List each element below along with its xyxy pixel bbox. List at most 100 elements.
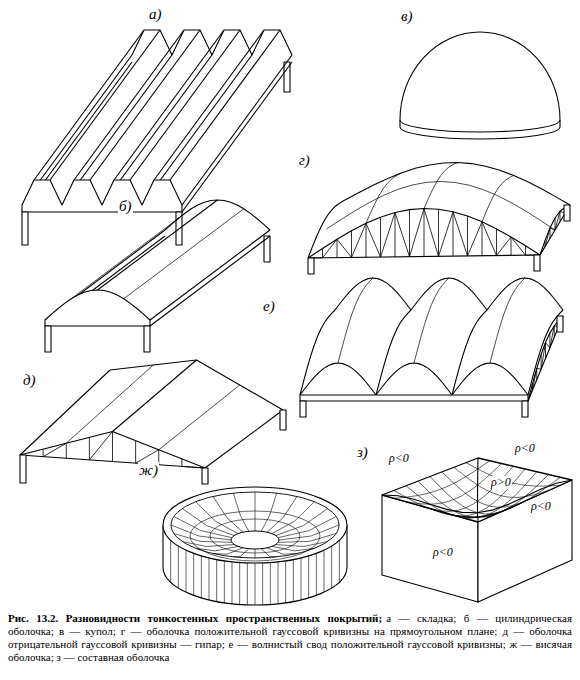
arch-truss xyxy=(366,223,381,257)
fold-line xyxy=(74,30,184,180)
truss-web xyxy=(43,443,66,456)
column xyxy=(45,326,51,352)
radial-cable xyxy=(233,549,249,557)
shell-end xyxy=(45,290,150,326)
arch-truss xyxy=(337,239,338,257)
arch-truss xyxy=(395,213,410,257)
column xyxy=(300,401,306,417)
wave-front xyxy=(452,363,528,395)
radial-cable xyxy=(276,542,328,547)
arch-truss xyxy=(323,239,338,258)
shell-mesh xyxy=(406,464,502,505)
fold-line xyxy=(154,30,264,180)
arch-truss xyxy=(468,222,483,256)
curvature-sign: ρ>0 xyxy=(490,476,512,489)
arch-truss xyxy=(395,213,396,257)
wall-stud xyxy=(232,562,233,604)
wall-stud xyxy=(201,556,202,598)
fold-line xyxy=(170,30,280,180)
curvature-sign: ρ<0 xyxy=(530,500,552,513)
arch-truss xyxy=(409,210,410,257)
wall-stud xyxy=(178,546,179,588)
column xyxy=(522,401,528,417)
wave-crest xyxy=(490,278,525,363)
shell-edge xyxy=(165,200,270,230)
arch-truss xyxy=(525,246,526,255)
shell-mesh xyxy=(394,461,490,499)
truss-web xyxy=(89,432,112,460)
fold-line xyxy=(34,30,144,180)
fold-line xyxy=(90,30,200,180)
dome-ring xyxy=(400,120,560,139)
figure-letter: з) xyxy=(356,444,369,461)
shell-edge xyxy=(345,163,570,206)
shell-mesh xyxy=(482,175,514,221)
fold-line xyxy=(114,30,224,180)
side-truss xyxy=(532,368,536,390)
wave-front xyxy=(300,363,376,395)
radial-cable xyxy=(272,546,314,550)
hypar-ruling xyxy=(66,365,153,443)
shell-generator xyxy=(71,209,191,299)
arch-truss xyxy=(511,237,512,255)
wave-crest xyxy=(338,278,373,363)
figure-letter: е) xyxy=(262,298,276,315)
arch-truss xyxy=(337,239,352,257)
side-truss xyxy=(540,205,570,255)
figure-letter: б) xyxy=(118,198,133,215)
column xyxy=(144,326,150,352)
fold-line xyxy=(130,30,240,180)
radial-cable xyxy=(278,516,336,537)
wall-stud xyxy=(324,550,325,592)
side-truss xyxy=(540,205,570,255)
arch-truss xyxy=(424,209,439,257)
wall-stud xyxy=(262,563,263,605)
wall-stud xyxy=(301,558,302,600)
arch-truss xyxy=(511,237,526,255)
shell-rim xyxy=(382,458,572,522)
curvature-sign: ρ<0 xyxy=(388,452,410,465)
radial-cable xyxy=(276,509,328,536)
wall-stud xyxy=(293,560,294,602)
wall-stud xyxy=(331,546,332,588)
shell-mesh xyxy=(466,463,560,486)
hypar-ridge xyxy=(113,360,197,432)
truss-web xyxy=(112,432,113,462)
shell-mesh xyxy=(327,182,556,231)
edge-beam xyxy=(300,395,528,401)
figure-title: Рис. 13.2. Разновидности тонкостенных пр… xyxy=(8,612,382,624)
arch-truss xyxy=(322,248,323,257)
arch-truss xyxy=(496,229,497,256)
radial-cable xyxy=(267,496,297,532)
arch-truss xyxy=(308,209,540,259)
edge-beam xyxy=(182,62,292,212)
arch-truss xyxy=(380,217,381,257)
arch-truss xyxy=(453,212,454,256)
figure-letter: в) xyxy=(400,8,414,25)
dome-base xyxy=(400,120,560,132)
arch-truss xyxy=(351,231,352,258)
wall-stud xyxy=(216,560,217,602)
arch-truss xyxy=(453,212,468,256)
shell-generator xyxy=(150,230,270,320)
wall-stud xyxy=(209,558,210,600)
truss-web xyxy=(135,441,136,464)
side-truss xyxy=(541,343,545,370)
column xyxy=(557,316,563,332)
wall-stud xyxy=(224,561,225,603)
arch-truss xyxy=(381,213,396,258)
arch-truss xyxy=(467,216,468,256)
hypar-edge xyxy=(205,410,283,468)
side-truss xyxy=(550,228,555,230)
radial-cable xyxy=(182,509,234,536)
wave-edge xyxy=(335,278,411,310)
hypar-edge xyxy=(110,360,283,410)
shell-crease xyxy=(477,458,479,522)
wave-edge xyxy=(411,278,487,310)
arch-truss xyxy=(366,223,367,257)
arch-truss xyxy=(439,212,454,257)
arch-truss xyxy=(352,223,367,257)
arch-truss xyxy=(410,209,425,257)
side-truss xyxy=(555,211,560,230)
radial-cable xyxy=(233,493,249,531)
